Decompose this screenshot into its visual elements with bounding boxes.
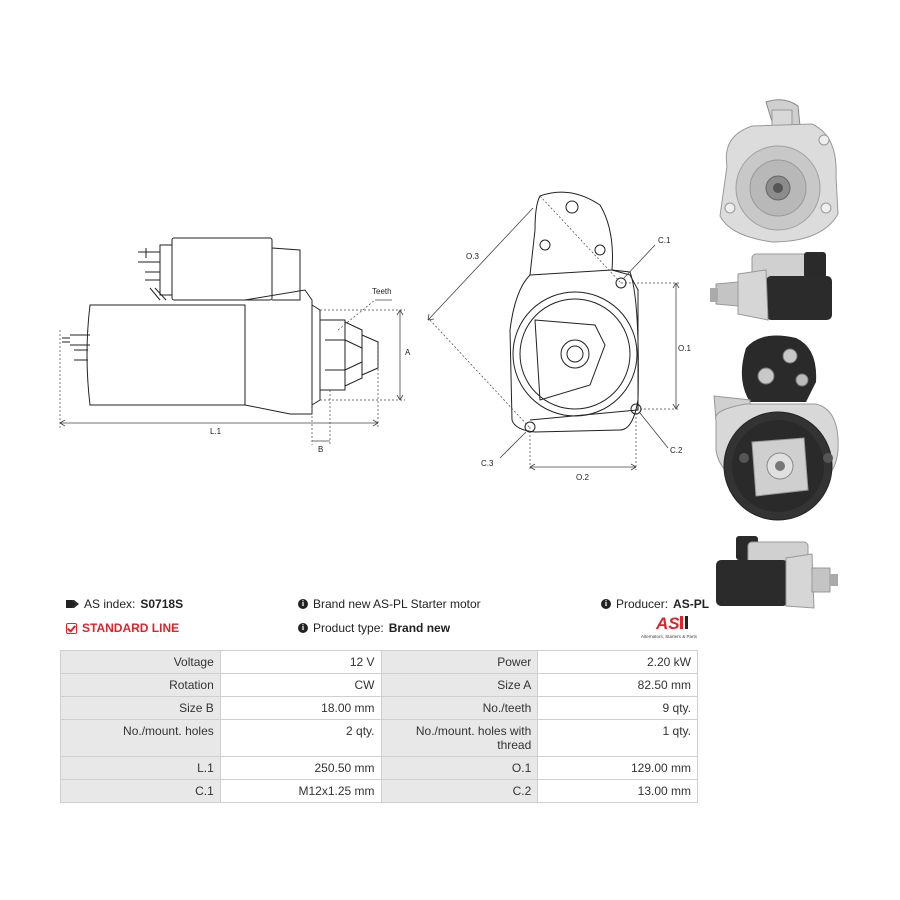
label-c1: C.1 [658,236,671,245]
info-icon: i [601,599,611,609]
spec-label: Size A [380,673,539,697]
label-l1: L.1 [210,427,222,436]
spec-label: No./teeth [380,696,539,720]
spec-value: 82.50 mm [537,673,698,697]
label-b: B [318,445,323,454]
spec-value: 18.00 mm [219,696,382,720]
logo-mark-text: AS [655,614,680,633]
starter-drawing-svg: Teeth A B L.1 O.1 O.2 O.3 C.1 C.2 C.3 [59,191,691,482]
logo-tagline: Alternators, Starters & Parts [640,634,698,639]
label-c2: C.2 [670,446,683,455]
description-text: Brand new AS-PL Starter motor [313,597,481,611]
product-type-label: Product type: [313,621,384,635]
spec-label: C.1 [60,779,221,803]
producer-label: Producer: [616,597,669,611]
info-icon: i [298,623,308,633]
spec-value: 2.20 kW [537,650,698,674]
spec-value: CW [219,673,382,697]
as-index-value: S0718S [140,597,184,611]
product-photo-side [708,248,840,326]
producer-value: AS-PL [673,597,710,611]
spec-label: Size B [60,696,221,720]
as-index: AS index: S0718S [66,597,183,611]
side-view [62,237,379,415]
spec-value: 1 qty. [537,719,698,757]
product-type-value: Brand new [388,621,451,635]
standard-line: STANDARD LINE [66,621,179,635]
spec-value: 2 qty. [219,719,382,757]
spec-label: C.2 [380,779,539,803]
label-c3: C.3 [481,459,494,468]
spec-label: No./mount. holes [60,719,221,757]
as-logo-mark: AS [655,614,688,633]
product-photo-rear [706,330,846,522]
product-photo-front [712,96,842,248]
spec-label: L.1 [60,756,221,780]
product-type: i Product type: Brand new [298,621,450,635]
spec-value: 9 qty. [537,696,698,720]
spec-value: 13.00 mm [537,779,698,803]
label-o3: O.3 [466,252,479,261]
product-description: i Brand new AS-PL Starter motor [298,597,481,611]
product-photo-side-2 [708,532,842,614]
spec-value: 129.00 mm [537,756,698,780]
spec-label: Voltage [60,650,221,674]
spec-value: M12x1.25 mm [219,779,382,803]
label-o1: O.1 [678,344,691,353]
check-icon [66,622,77,634]
spec-value: 250.50 mm [219,756,382,780]
spec-label: Rotation [60,673,221,697]
standard-line-label: STANDARD LINE [82,621,180,635]
info-icon: i [298,599,308,609]
producer: i Producer: AS-PL [601,597,709,611]
spec-value: 12 V [219,650,382,674]
technical-drawing: Teeth A B L.1 O.1 O.2 O.3 C.1 C.2 C.3 [59,191,691,482]
spec-label: Power [380,650,539,674]
label-a: A [405,348,411,357]
label-o2: O.2 [576,473,589,482]
as-pl-logo: AS Alternators, Starters & Parts [636,612,702,642]
label-teeth: Teeth [372,287,392,296]
spec-label: No./mount. holes with thread [380,719,539,757]
tag-icon [66,600,79,608]
front-view [509,191,642,433]
as-index-label: AS index: [84,597,136,611]
spec-label: O.1 [380,756,539,780]
